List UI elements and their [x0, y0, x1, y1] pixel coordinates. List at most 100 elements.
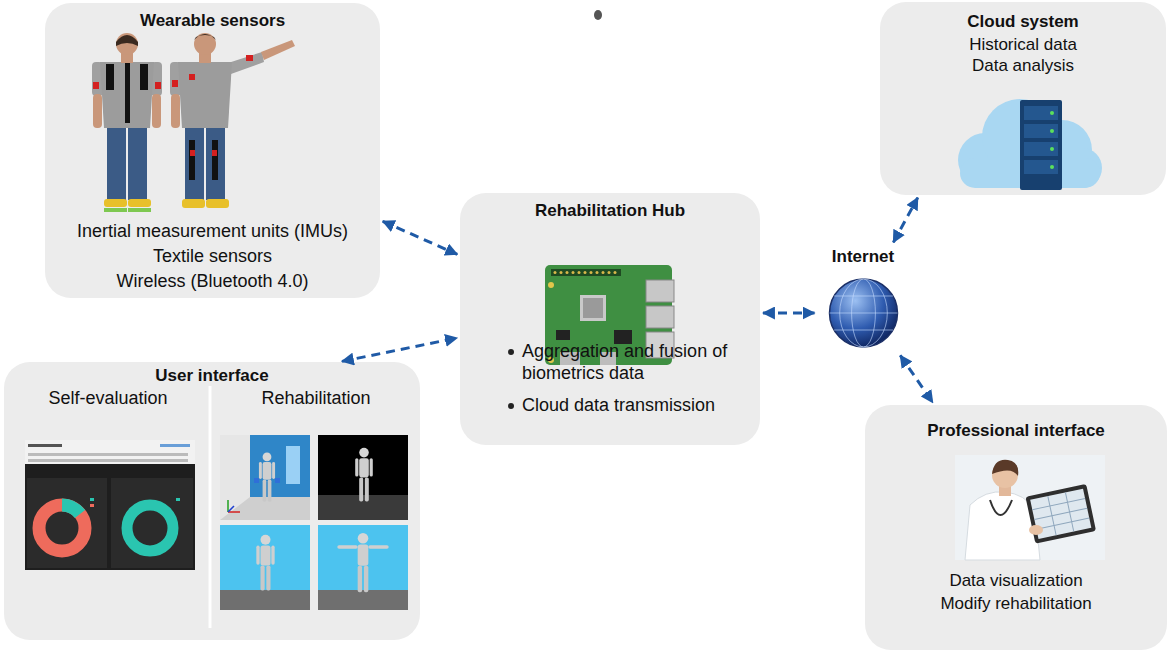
cloud-server-icon [1050, 111, 1054, 115]
text-slot: Data visualization [865, 571, 1167, 591]
self-evaluation-screenshot [127, 505, 173, 551]
person-figure-back [155, 82, 161, 89]
text-slot: Rehabilitation Hub [460, 201, 760, 221]
person-figure-front [206, 125, 225, 200]
text-slot: User interface [4, 366, 420, 386]
raspberry-pi-board [608, 271, 611, 274]
dashed-arrow [900, 355, 932, 402]
raspberry-pi-board [600, 352, 616, 365]
person-figure-back [92, 33, 162, 212]
cloud-server-icon [1020, 100, 1062, 190]
person-figure-front [261, 40, 295, 60]
box-text: Wireless (Bluetooth 4.0) [116, 271, 308, 293]
raspberry-pi-board [551, 269, 621, 276]
person-figure-back [106, 64, 114, 90]
globe-body [829, 279, 897, 347]
person-figure-front [206, 199, 229, 208]
person-figure-front [189, 140, 195, 180]
doctor-tablet-photo [992, 460, 1018, 476]
cloud-server-icon [1050, 129, 1054, 133]
top-mark [594, 10, 602, 20]
self-evaluation-screenshot [176, 498, 180, 501]
text-slot: Internet [818, 247, 909, 267]
globe-parallel [834, 330, 893, 331]
raspberry-pi-board [572, 271, 575, 274]
raspberry-pi-board [545, 265, 674, 365]
text-slot: Modify rehabilitation [865, 594, 1167, 614]
raspberry-pi-board [560, 271, 563, 274]
raspberry-pi-board [646, 332, 674, 358]
text-slot: Wireless (Bluetooth 4.0) [45, 271, 380, 293]
rehabilitation-screenshots [228, 506, 234, 512]
person-figure-back [152, 94, 161, 128]
rehabilitation-screenshots [286, 446, 300, 484]
rehabilitation-screenshots [275, 478, 280, 483]
person-figure-front [189, 74, 195, 80]
self-evaluation-screenshot [25, 440, 195, 570]
text-slot: Textile sensors [45, 246, 380, 268]
internet-globe: Internet [818, 245, 909, 353]
person-figure-back [93, 94, 102, 128]
cloud-server-icon [1024, 160, 1058, 174]
person-figure-front [170, 33, 295, 208]
person-figure-front [185, 125, 204, 200]
raspberry-pi-board [602, 271, 605, 274]
text-slot: Cloud system [880, 12, 1166, 32]
self-evaluation-screenshot [28, 459, 188, 462]
box-heading: Professional interface [927, 421, 1105, 441]
rehabilitation-screenshots [318, 590, 408, 610]
box-text: Inertial measurement units (IMUs) [77, 221, 348, 243]
self-evaluation-screenshot [62, 505, 80, 514]
person-figure-back [128, 199, 151, 207]
ui-divider [210, 386, 211, 628]
doctor-tablet-photo [1029, 525, 1043, 535]
dashed-arrow [763, 312, 815, 315]
self-evaluation-screenshot [90, 504, 94, 507]
person-figure-back [128, 208, 151, 212]
raspberry-pi-board [548, 357, 554, 363]
doctor-tablet-photo [990, 500, 1012, 515]
doctor-tablet-photo [1034, 508, 1087, 519]
person-figure-back [100, 62, 154, 128]
rehabilitation-screenshots [256, 535, 274, 591]
rehabilitation-screenshots [254, 478, 259, 483]
box-text: Data analysis [972, 56, 1074, 76]
person-figure-front [190, 150, 195, 156]
box-text: Textile sensors [153, 246, 272, 268]
raspberry-pi-board [580, 295, 606, 321]
person-figure-back [104, 208, 127, 212]
cloud-server-icon [1024, 142, 1058, 156]
doctor-tablet-photo [1048, 496, 1056, 535]
raspberry-pi-board [614, 271, 617, 274]
person-figure-back [116, 33, 138, 55]
box-text: Data visualization [949, 571, 1082, 591]
self-evaluation-screenshot [28, 453, 188, 456]
text-slot: Self-evaluation [4, 388, 212, 410]
text-slot: Rehabilitation [212, 388, 420, 410]
person-figure-front [212, 140, 218, 180]
bullet-dot [508, 403, 514, 409]
ui-divider [209, 386, 212, 628]
doctor-tablet-photo [1025, 484, 1096, 544]
person-figure-front [194, 34, 216, 40]
rehabilitation-screenshots [259, 453, 275, 502]
self-evaluation-screenshot [160, 444, 190, 447]
rehabilitation-screenshots [220, 525, 310, 610]
person-figure-front [171, 94, 180, 128]
person-figure-front [246, 55, 253, 61]
raspberry-pi-board [614, 330, 632, 344]
text-slot: Inertial measurement units (IMUs) [45, 221, 380, 243]
rehabilitation-screenshots [318, 435, 408, 520]
rehabilitation-screenshots [355, 448, 373, 502]
box-text: Rehabilitation [261, 388, 370, 410]
rehabilitation-screenshots [220, 435, 408, 610]
rehabilitation-screenshots [228, 511, 240, 513]
bullet-text: Aggregation and fusion of biometrics dat… [522, 341, 747, 384]
self-evaluation-screenshot [25, 440, 195, 570]
top-mark [594, 10, 602, 20]
person-figure-front [182, 199, 205, 208]
doctor-tablet-photo [1065, 492, 1073, 531]
text-slot: Aggregation and fusion of biometrics dat… [522, 341, 747, 384]
raspberry-pi-board [566, 271, 569, 274]
rehabilitation-screenshots [220, 590, 310, 610]
